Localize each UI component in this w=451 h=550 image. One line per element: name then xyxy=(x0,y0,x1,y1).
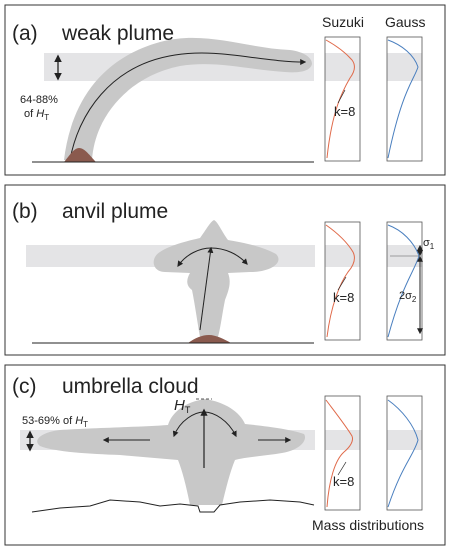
panel-c-gauss-box xyxy=(386,395,423,511)
panel-c: (c) umbrella cloud HT 53-69% of HT k=8 M… xyxy=(4,364,446,546)
panel-a-suzuki-k: k=8 xyxy=(334,104,355,119)
panel-b-gauss-box: σ1 2σ2 xyxy=(386,221,435,341)
panel-a-flow-arrow xyxy=(69,52,307,161)
panel-c-height-label: 53-69% of HT xyxy=(22,415,88,429)
panel-c-suzuki-k: k=8 xyxy=(333,474,354,489)
panel-b-left-arrow xyxy=(177,247,212,267)
panel-c-title: umbrella cloud xyxy=(62,375,199,398)
panel-c-suzuki-curve xyxy=(325,399,353,508)
mass-distributions-label: Mass distributions xyxy=(312,517,424,533)
panel-a-vent xyxy=(64,148,96,162)
panel-b-plume xyxy=(153,220,279,337)
panel-b-letter: (b) xyxy=(12,200,38,223)
panel-a: (a) weak plume 64-88% of HT Suzuki Gauss… xyxy=(4,4,446,176)
panel-b-suzuki-k: k=8 xyxy=(333,290,354,305)
panel-b-suzuki-curve xyxy=(325,224,355,338)
panel-c-left-curve-arrow xyxy=(172,411,205,438)
panel-c-suzuki-box: k=8 xyxy=(324,395,361,511)
panel-b-title: anvil plume xyxy=(62,200,168,223)
panel-c-right-curve-arrow xyxy=(203,411,237,438)
panel-b-sigma2-label: 2σ2 xyxy=(399,290,417,304)
panel-b-vent xyxy=(188,335,231,343)
panel-c-letter: (c) xyxy=(12,375,37,398)
column-header-suzuki: Suzuki xyxy=(322,14,364,30)
column-header-gauss: Gauss xyxy=(385,14,425,30)
panel-b-right-arrow xyxy=(210,247,248,265)
panel-c-ground xyxy=(31,499,315,513)
panel-a-suzuki-box: k=8 xyxy=(324,36,361,162)
panel-a-gauss-box xyxy=(386,36,423,162)
panel-c-gauss-curve xyxy=(387,399,419,508)
panel-b-rise-arrow xyxy=(199,246,214,331)
panel-b: (b) anvil plume k=8 σ1 2σ2 xyxy=(4,184,446,356)
panel-c-top-height-label: HT xyxy=(174,397,191,415)
panel-b-suzuki-box: k=8 xyxy=(324,221,361,341)
panel-a-height-label-2: of HT xyxy=(24,108,49,122)
panel-a-letter: (a) xyxy=(12,22,38,45)
panel-a-gauss-curve xyxy=(387,39,419,159)
panel-a-plume xyxy=(64,37,312,160)
panel-a-title: weak plume xyxy=(61,22,174,45)
panel-a-height-label-1: 64-88% xyxy=(20,94,58,106)
panel-b-sigma1-label: σ1 xyxy=(423,237,435,251)
panel-c-plume xyxy=(37,399,306,505)
panel-a-suzuki-curve xyxy=(325,39,355,159)
